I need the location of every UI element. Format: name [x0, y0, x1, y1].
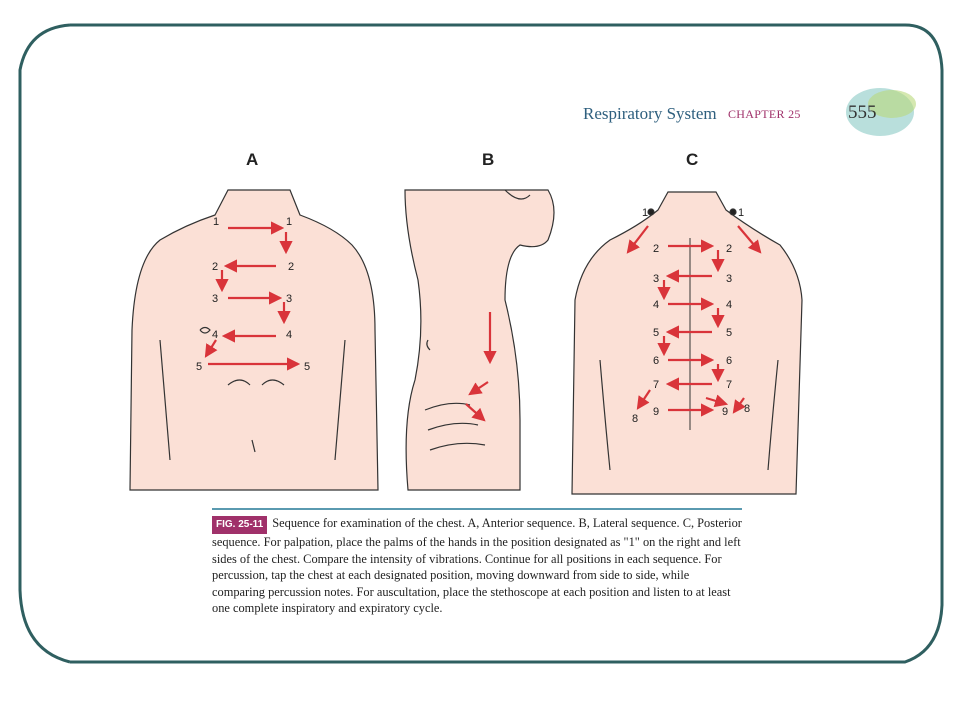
panel-label-a: A: [246, 150, 259, 169]
posterior-num: 5: [653, 327, 659, 339]
posterior-num: 2: [726, 243, 732, 255]
anterior-num: 3: [286, 293, 292, 305]
posterior-num: 1: [642, 207, 648, 219]
lateral-torso: [404, 189, 555, 491]
caption-text: Sequence for examination of the chest. A…: [212, 516, 742, 616]
posterior-num: 9: [653, 406, 659, 418]
posterior-num: 1: [738, 207, 744, 219]
posterior-num: 4: [726, 299, 732, 311]
posterior-num: 8: [632, 413, 638, 425]
posterior-num: 6: [653, 355, 659, 367]
posterior-numbers: 1 1 2 2 3 3 4 4 5 5 6 6 7 7 8 8 9 9: [632, 207, 750, 425]
posterior-num: 9: [722, 406, 728, 418]
anterior-num: 3: [212, 293, 218, 305]
posterior-num: 8: [744, 403, 750, 415]
panel-label-c: C: [686, 150, 699, 169]
anterior-num: 4: [286, 329, 292, 341]
anterior-num: 1: [286, 216, 292, 228]
posterior-num: 7: [726, 379, 732, 391]
anterior-arrows: [204, 221, 301, 371]
anterior-num: 2: [288, 261, 294, 273]
page-header: Respiratory System CHAPTER 25 555: [580, 102, 910, 132]
caption-rule: [212, 508, 742, 510]
anterior-torso: [129, 189, 379, 491]
posterior-num: 4: [653, 299, 659, 311]
anterior-num: 1: [213, 216, 219, 228]
posterior-num: 5: [726, 327, 732, 339]
posterior-arrows: [626, 225, 762, 417]
posterior-num: 3: [653, 273, 659, 285]
chapter-label: CHAPTER 25: [728, 107, 801, 121]
figure-number-badge: FIG. 25-11: [212, 516, 268, 535]
anterior-num: 4: [212, 329, 218, 341]
posterior-num: 6: [726, 355, 732, 367]
posterior-num: 7: [653, 379, 659, 391]
anterior-num: 5: [196, 361, 202, 373]
posterior-num: 2: [653, 243, 659, 255]
posterior-torso: [571, 191, 803, 495]
anterior-num: 5: [304, 361, 310, 373]
page-number: 555: [848, 102, 877, 123]
section-title: Respiratory System: [583, 104, 717, 123]
anterior-num: 2: [212, 261, 218, 273]
anterior-numbers: 1 1 2 2 3 3 4 4 5 5: [196, 216, 310, 373]
posterior-num: 3: [726, 273, 732, 285]
panel-label-b: B: [482, 150, 495, 169]
lateral-arrows: [465, 312, 497, 422]
